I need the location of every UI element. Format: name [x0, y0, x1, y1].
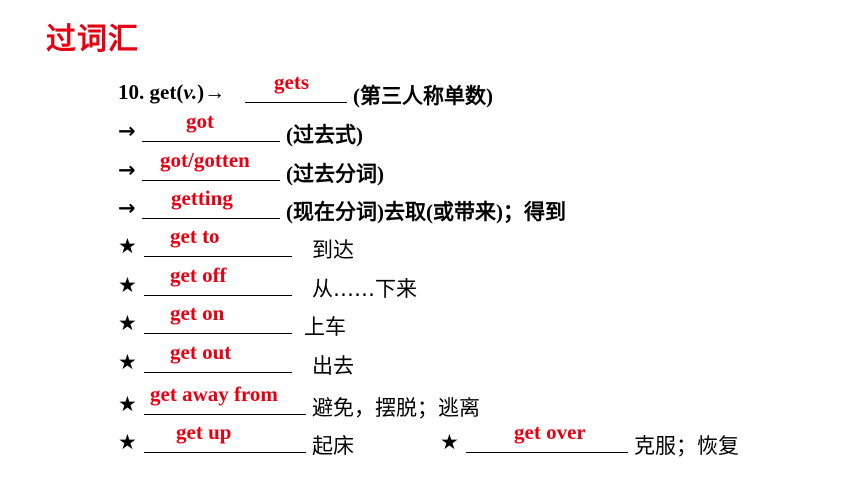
answer-text: gets: [274, 70, 309, 94]
star-icon: ★: [118, 311, 137, 335]
vocab-row-5: ★ get off 从……下来: [118, 263, 438, 303]
row-note: (过去分词): [286, 162, 384, 186]
vocab-row-7: ★ get out 出去: [118, 340, 378, 380]
star-icon: ★: [440, 430, 459, 454]
arrow-icon: →: [118, 196, 136, 220]
row-note: 克服；恢复: [634, 434, 739, 458]
answer-blank: [466, 430, 628, 453]
page-title: 过词汇: [46, 22, 139, 57]
row-note: (过去式): [286, 123, 363, 147]
answer-blank: [144, 273, 292, 296]
vocab-row-6: ★ get on 上车: [118, 301, 378, 341]
answer-text: got/gotten: [160, 148, 250, 172]
vocab-row-9: ★ get up 起床: [118, 420, 378, 460]
row-prefix: 10. get(: [118, 80, 184, 104]
star-icon: ★: [118, 234, 137, 258]
star-icon: ★: [118, 350, 137, 374]
arrow-icon: →: [118, 158, 136, 182]
answer-blank: [144, 311, 292, 334]
vocab-row-2: → got/gotten (过去分词): [118, 148, 438, 188]
row-note: 出去: [312, 354, 354, 378]
arrow-icon: →: [118, 119, 136, 143]
answer-blank: [245, 80, 347, 103]
row-note: (第三人称单数): [353, 84, 493, 108]
answer-text: getting: [171, 186, 233, 210]
vocab-row-0: 10. get(v.)→ gets (第三人称单数): [118, 70, 538, 110]
row-prefix-end: )→: [197, 80, 226, 104]
row-note: 到达: [312, 238, 354, 262]
row-note: 从……下来: [312, 277, 417, 301]
answer-blank: [142, 196, 280, 219]
row-note: 上车: [304, 315, 346, 339]
row-note: 避免，摆脱；逃离: [312, 396, 480, 420]
vocab-row-8: ★ get away from 避免，摆脱；逃离: [118, 382, 538, 422]
answer-text: get on: [170, 301, 225, 325]
vocab-row-1: → got (过去式): [118, 109, 418, 149]
answer-blank: [144, 430, 306, 453]
star-icon: ★: [118, 430, 137, 454]
row-note: 起床: [312, 434, 354, 458]
answer-blank: [144, 350, 292, 373]
answer-blank: [144, 392, 306, 415]
part-of-speech: v.: [183, 80, 198, 104]
answer-text: get over: [514, 420, 586, 444]
answer-text: get to: [170, 224, 220, 248]
answer-text: got: [186, 109, 214, 133]
answer-text: get away from: [150, 382, 278, 406]
answer-text: get out: [170, 340, 232, 364]
row-note: (现在分词)去取(或带来)；得到: [286, 200, 566, 224]
vocab-row-3: → getting (现在分词)去取(或带来)；得到: [118, 186, 638, 226]
answer-blank: [142, 119, 280, 142]
answer-text: get off: [170, 263, 227, 287]
star-icon: ★: [118, 273, 137, 297]
answer-blank: [144, 234, 292, 257]
answer-blank: [142, 158, 280, 181]
vocab-row-10: ★ get over 克服；恢复: [440, 420, 770, 460]
answer-text: get up: [176, 420, 232, 444]
star-icon: ★: [118, 392, 137, 416]
vocab-row-4: ★ get to 到达: [118, 224, 378, 264]
